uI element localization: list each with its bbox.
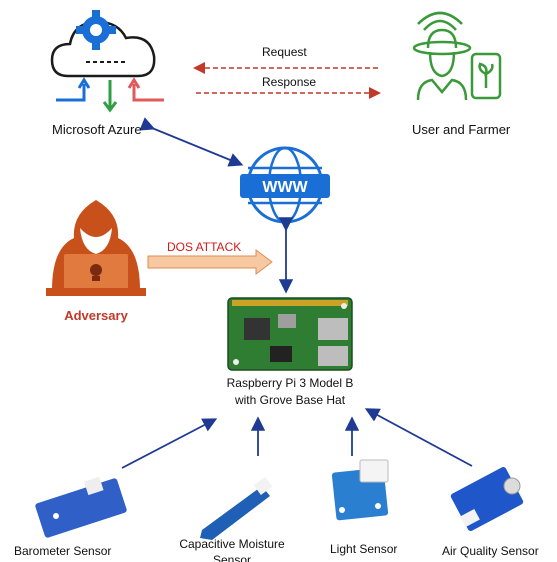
light-sensor-board — [331, 459, 389, 521]
azure-label: Microsoft Azure — [52, 122, 142, 137]
airquality-pi-link — [364, 408, 473, 467]
moisture-sensor-board — [200, 477, 273, 540]
barometer-pi-link — [121, 418, 218, 469]
hacker-icon — [46, 200, 146, 296]
adversary-label: Adversary — [64, 308, 128, 323]
raspberry-pi-board — [227, 297, 353, 371]
pi-label-line2: with Grove Base Hat — [234, 393, 346, 407]
www-globe-icon: WWW — [240, 146, 330, 224]
dos-attack-label: DOS ATTACK — [167, 240, 242, 254]
sensor-label-barometer: Barometer Sensor — [14, 544, 112, 558]
request-label: Request — [262, 45, 307, 59]
response-label: Response — [262, 75, 317, 89]
cloud-gear-icon — [50, 10, 164, 113]
sensor-label-light: Light Sensor — [330, 542, 398, 556]
air-quality-sensor-board — [450, 466, 524, 532]
azure-www-link — [139, 117, 244, 167]
www-text: WWW — [262, 179, 308, 196]
sensor-label-air-quality: Air Quality Sensor — [442, 544, 539, 558]
pi-label-line1: Raspberry Pi 3 Model B — [226, 376, 354, 390]
sensor-label-moisture: Capacitive Moisture Sensor — [179, 537, 285, 562]
dos-attack-arrow — [147, 249, 273, 275]
farmer-phone-icon — [412, 11, 502, 101]
user-farmer-label: User and Farmer — [412, 122, 511, 137]
barometer-sensor-board — [35, 476, 127, 538]
